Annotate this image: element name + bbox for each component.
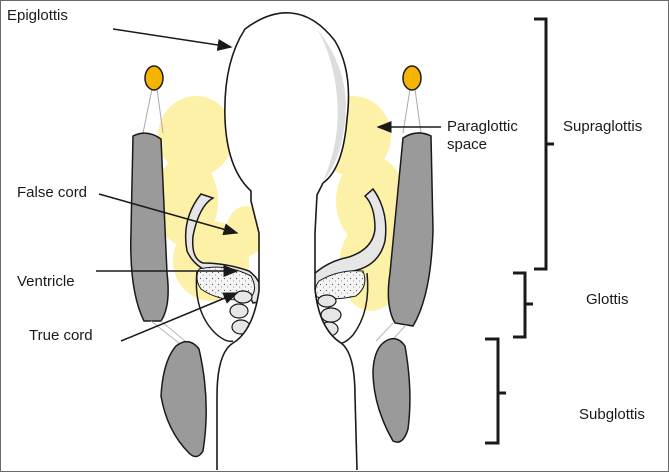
epiglottis-arrow [113, 29, 231, 47]
label-false-cord: False cord [17, 184, 87, 202]
subglottis-bracket [485, 339, 506, 443]
label-paraglottic-line2: space [447, 136, 518, 154]
label-glottis: Glottis [586, 291, 629, 309]
cricoid-cartilage-left [161, 342, 206, 457]
label-epiglottis: Epiglottis [7, 7, 68, 25]
label-subglottis: Subglottis [579, 406, 645, 424]
label-supraglottis: Supraglottis [563, 118, 642, 136]
arytenoid-right [403, 66, 421, 133]
supraglottis-bracket [534, 19, 554, 269]
cricoid-cartilage-right [373, 339, 410, 442]
thyroid-cartilage-right [388, 133, 433, 326]
arytenoid-left [143, 66, 163, 133]
label-paraglottic-line1: Paraglottic [447, 118, 518, 136]
label-true-cord: True cord [29, 327, 93, 345]
thyroid-cartilage-left [131, 133, 168, 321]
label-ventricle: Ventricle [17, 273, 75, 291]
glottis-bracket [513, 273, 533, 337]
label-paraglottic-space: Paraglottic space [447, 118, 518, 154]
